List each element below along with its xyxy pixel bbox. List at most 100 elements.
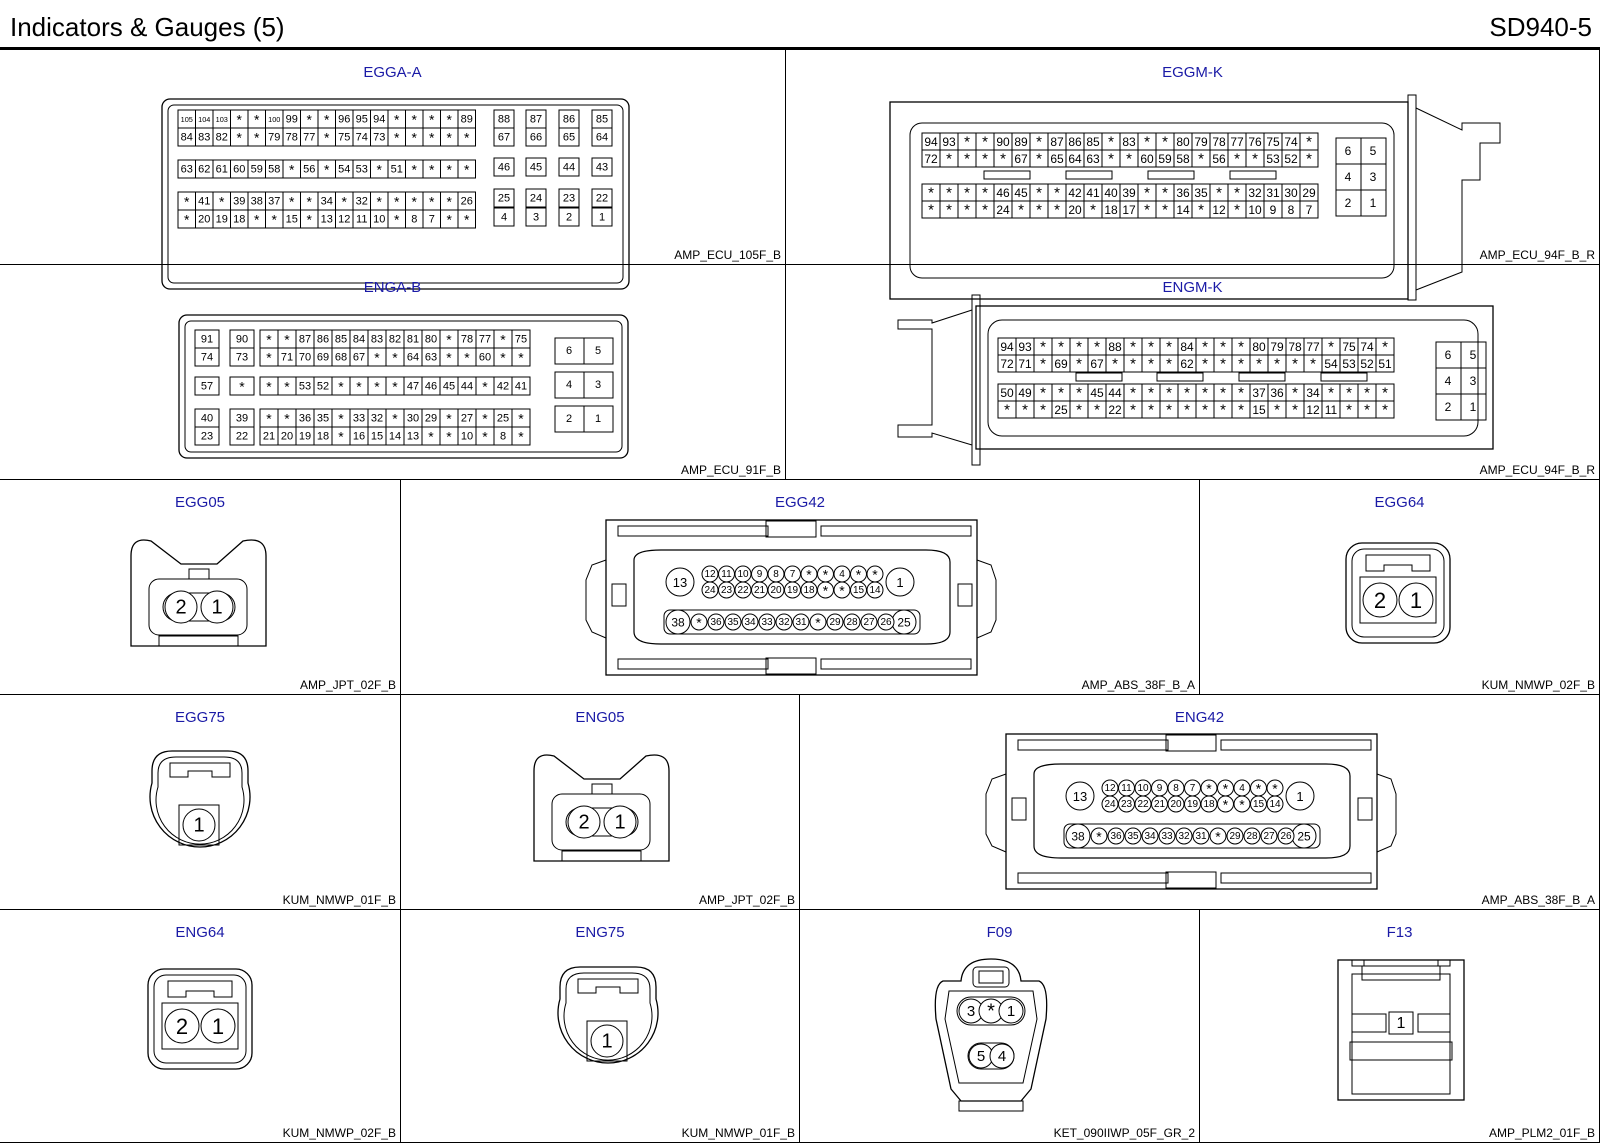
pin-label: 21 — [263, 431, 275, 443]
pin-label: 93 — [1018, 340, 1032, 354]
pin-label: 75 — [515, 334, 527, 346]
pin-empty-marker: * — [1310, 356, 1316, 373]
pin-label: 2 — [176, 1014, 188, 1039]
pin-label: 1 — [1397, 1015, 1406, 1032]
connector-housing-inner — [167, 104, 624, 284]
pin-label: 34 — [321, 196, 333, 208]
pin-label: 10 — [461, 431, 473, 443]
pin-label: 29 — [829, 617, 841, 628]
pin-cavity — [178, 804, 220, 846]
connector-code: AMP_ECU_94F_B_R — [1479, 463, 1595, 477]
pin-label: 83 — [1122, 135, 1136, 149]
pin-empty-marker: * — [482, 429, 488, 445]
pin-label: 105 — [181, 115, 193, 124]
housing-foot — [158, 635, 239, 646]
pin-empty-marker: * — [1166, 402, 1172, 419]
side-lock — [957, 583, 973, 607]
pin-empty-marker: * — [1130, 356, 1136, 373]
pin-cell — [525, 127, 547, 147]
pin-label: 32 — [1178, 831, 1190, 842]
pin-label: 41 — [515, 381, 527, 393]
pin-label: 1 — [193, 815, 204, 837]
pin-cell — [1375, 400, 1395, 419]
pin-empty-marker: * — [964, 202, 970, 219]
pin-empty-marker: * — [338, 429, 344, 445]
pin-circle — [1398, 582, 1434, 618]
pin-label: 77 — [1230, 135, 1244, 149]
pin-empty-marker: * — [429, 162, 435, 178]
pin-label: 1 — [595, 413, 601, 425]
pin-label: 6 — [1345, 144, 1352, 158]
pin-empty-marker: * — [815, 615, 821, 631]
latch-window — [978, 970, 1004, 984]
connector-code: KUM_NMWP_01F_B — [282, 893, 396, 907]
pin-empty-marker: * — [1112, 356, 1118, 373]
pin-empty-marker: * — [500, 350, 506, 366]
pin-label: 52 — [1284, 152, 1298, 166]
pin-empty-marker: * — [1198, 151, 1204, 168]
pin-label: 4 — [998, 1048, 1006, 1065]
pin-label: 5 — [977, 1048, 985, 1065]
pin-empty-marker: * — [500, 332, 506, 348]
pin-label: 18 — [1203, 799, 1215, 810]
pin-label: 1 — [896, 575, 903, 590]
pin-empty-marker: * — [446, 350, 452, 366]
pin-empty-marker: * — [1018, 202, 1024, 219]
pin-cavity — [586, 1020, 628, 1062]
pin-label: 86 — [1068, 135, 1082, 149]
pin-label: 32 — [356, 196, 368, 208]
connector-code: KUM_NMWP_02F_B — [282, 1126, 396, 1140]
pin-label: 15 — [1253, 799, 1265, 810]
pin-empty-marker: * — [982, 185, 988, 202]
pin-empty-marker: * — [518, 429, 524, 445]
pin-empty-marker: * — [1274, 402, 1280, 419]
pin-label: 17 — [1122, 203, 1136, 217]
pin-label: 7 — [790, 569, 796, 580]
page-header: Indicators & Gauges (5) SD940-5 — [0, 0, 1600, 50]
pin-cavity — [148, 578, 248, 636]
rib — [1220, 739, 1372, 751]
pin-circle — [826, 613, 844, 631]
connector-name: F13 — [1386, 924, 1413, 941]
connector-drawing-eng75: 1 — [557, 966, 659, 1064]
pin-empty-marker: * — [946, 202, 952, 219]
pin-row-frame — [1063, 823, 1321, 849]
pin-empty-marker: * — [1328, 385, 1334, 402]
pin-empty-marker: * — [1256, 781, 1262, 797]
pin-label: 2 — [566, 212, 572, 224]
pin-label: 1 — [212, 1014, 224, 1039]
pin-cell — [583, 371, 614, 399]
pin-empty-marker: * — [1004, 402, 1010, 419]
pin-label: 2 — [578, 812, 589, 834]
pin-empty-marker: * — [1256, 356, 1262, 373]
pin-empty-marker: * — [392, 411, 398, 427]
mating-face — [633, 549, 951, 645]
pin-label: 19 — [787, 585, 799, 596]
connector-name: ENG64 — [175, 924, 225, 941]
pin-label: 93 — [942, 135, 956, 149]
pin-empty-marker: * — [289, 162, 295, 178]
connector-code: AMP_JPT_02F_B — [698, 893, 795, 907]
pin-circle — [1107, 827, 1125, 845]
connector-name: ENG75 — [575, 924, 625, 941]
pin-cell — [457, 127, 476, 147]
pin-empty-marker: * — [982, 202, 988, 219]
pin-circle — [741, 613, 759, 631]
pin-label: 36 — [1270, 386, 1284, 400]
pin-label: 6 — [566, 345, 572, 357]
pin-label: 99 — [286, 114, 298, 126]
pin-empty-marker: * — [338, 411, 344, 427]
pin-cell — [493, 188, 515, 208]
pin-label: 51 — [391, 164, 403, 176]
pin-label: 22 — [1137, 799, 1149, 810]
pin-empty-marker: * — [1346, 402, 1352, 419]
keyway-slot — [1229, 170, 1277, 180]
